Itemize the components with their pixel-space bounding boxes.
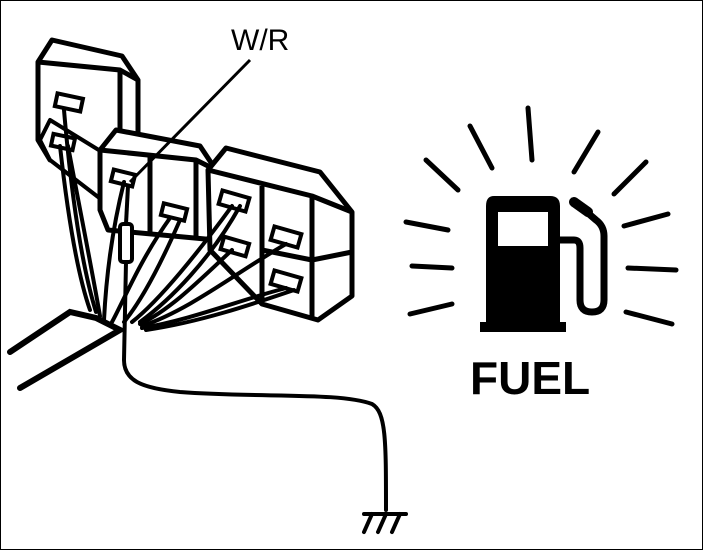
inline-probe [118,222,134,264]
ground-wire [118,184,388,512]
socket [158,200,190,224]
fuel-warning-lamp: FUEL [403,105,679,404]
connector-middle [97,127,219,243]
socket [52,91,86,114]
socket [218,234,252,259]
harness-sheath [7,308,127,391]
wire-label-callout: W/R [128,24,289,184]
connector-sockets [48,91,304,295]
wire-harness [7,108,296,391]
wire-label: W/R [231,24,289,57]
ground-symbol-icon [362,512,408,534]
light-rays [403,105,679,327]
fuel-label: FUEL [470,352,590,404]
socket [48,131,78,153]
fuel-pump-icon [480,196,608,332]
